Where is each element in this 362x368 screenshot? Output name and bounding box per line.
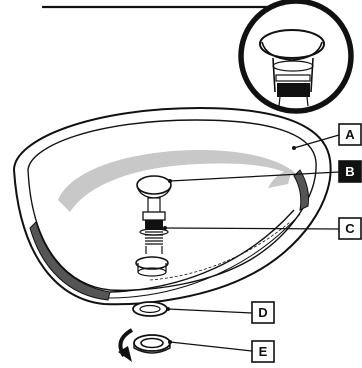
callout-label-d: D [258, 305, 267, 320]
callout-label-a: A [345, 127, 355, 142]
basin [12, 106, 332, 306]
leader-dots [163, 146, 296, 344]
rotation-arrow-icon [118, 328, 134, 362]
plug-detail-icon [238, 0, 354, 114]
callout-box-a: A [338, 123, 362, 146]
callout-box-e: E [251, 340, 275, 363]
callout-label-b: B [345, 164, 354, 179]
callout-label-e: E [259, 344, 268, 359]
callout-box-d: D [251, 301, 275, 324]
callout-label-c: C [345, 221, 355, 236]
drain-hole [135, 256, 169, 270]
pop-up-plug [136, 175, 172, 215]
locking-nut [133, 334, 171, 354]
basin-highlight [58, 150, 300, 212]
leader-lines [164, 134, 340, 352]
callout-box-c: C [338, 217, 362, 240]
drain-thread-body [139, 211, 169, 254]
callout-box-b: B [338, 160, 362, 183]
seal-washer [132, 301, 168, 317]
